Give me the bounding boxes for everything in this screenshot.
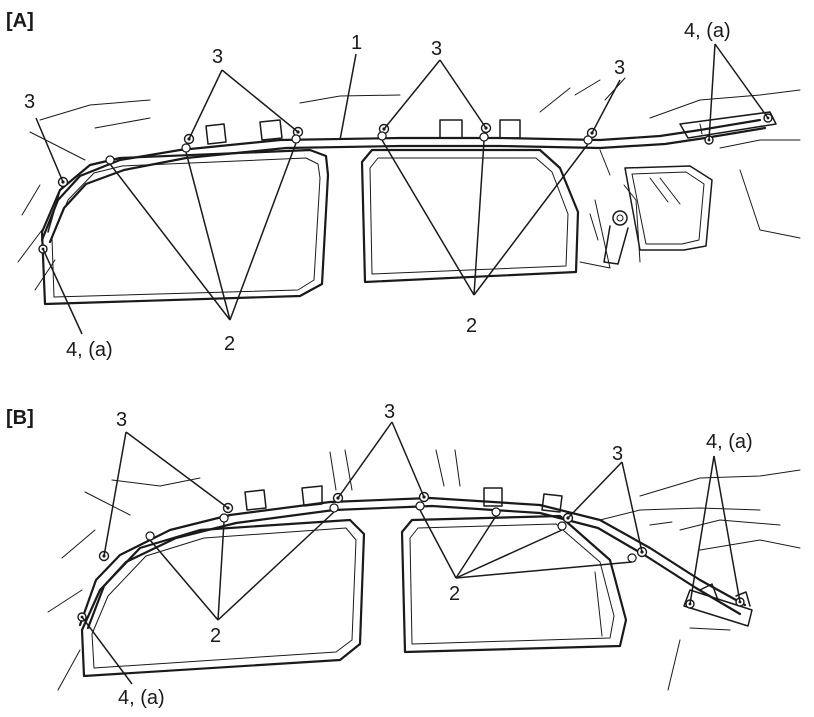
clip-icon [377, 131, 387, 141]
panel-b-brackets [244, 485, 563, 513]
panel-b: [B] [6, 401, 801, 709]
clip-icon [145, 531, 155, 541]
panel-a-label: [A] [6, 10, 34, 32]
clip-icon [291, 134, 301, 144]
panel-a-front-window [40, 148, 330, 306]
callout-3-center: 3 [431, 38, 442, 60]
clip-icon [557, 521, 567, 531]
clip-icon [583, 135, 593, 145]
callout-3-center: 3 [384, 401, 395, 423]
clip-icon [329, 503, 339, 513]
bolt-icon [480, 122, 492, 134]
panel-a-rear-window [360, 148, 599, 284]
callout-4a-left: 4, (a) [66, 339, 113, 361]
panel-a-seatbelt-anchor [603, 210, 629, 265]
callout-3-left: 3 [24, 91, 35, 113]
clip-icon [491, 507, 501, 517]
callout-2-left: 2 [224, 333, 235, 355]
callout-4a-right: 4, (a) [684, 20, 731, 42]
callout-3-front: 3 [212, 46, 223, 68]
panel-a-vehicle-body [17, 77, 801, 291]
clip-icon [219, 513, 229, 523]
panel-b-vehicle-body [47, 449, 801, 691]
callout-4a-right: 4, (a) [706, 431, 753, 453]
callout-2-right: 2 [466, 315, 477, 337]
callout-4a-left: 4, (a) [118, 687, 165, 709]
clip-icon [181, 143, 191, 153]
callout-3-left: 3 [116, 409, 127, 431]
clip-icon [627, 553, 637, 563]
panel-b-clips [145, 501, 637, 563]
clip-icon [105, 155, 115, 165]
panel-b-curtain-airbag [78, 496, 753, 630]
panel-a: [A] [6, 10, 801, 361]
panel-a-brackets [205, 119, 521, 145]
panel-a-clips [105, 131, 593, 165]
callout-2-right: 2 [449, 583, 460, 605]
callout-2-left: 2 [210, 625, 221, 647]
panel-b-label: [B] [6, 407, 34, 429]
panel-a-leader-lines [35, 43, 769, 335]
panel-b-rear-window [400, 514, 628, 654]
callout-3-right: 3 [612, 443, 623, 465]
clip-icon [479, 132, 489, 142]
clip-icon [415, 501, 425, 511]
callout-1: 1 [351, 32, 362, 54]
panel-b-leader-lines [81, 421, 741, 685]
panel-a-curtain-airbag [40, 111, 777, 244]
callout-3-rear: 3 [614, 57, 625, 79]
panel-a-quarter-window [624, 165, 713, 251]
